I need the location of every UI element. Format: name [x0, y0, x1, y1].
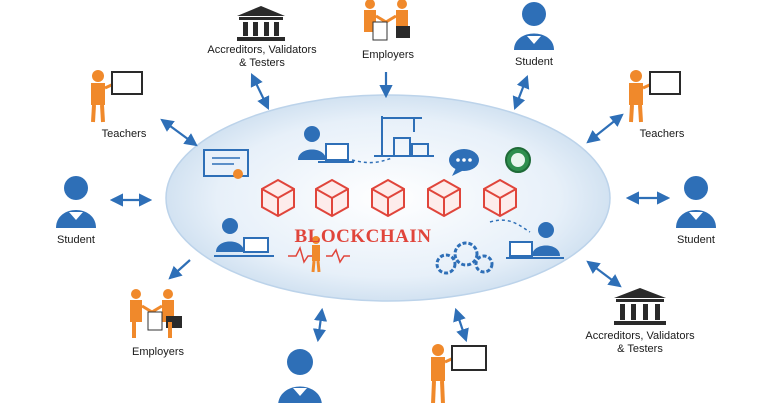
student-icon	[278, 349, 322, 403]
label-teachers-right: Teachers	[639, 128, 685, 140]
label-student-top-right: Student	[515, 56, 553, 68]
dashed-connector	[351, 157, 393, 164]
arrow-employers-bottom	[168, 259, 191, 280]
teacher-icon	[431, 344, 487, 403]
label-student-right: Student	[677, 234, 715, 246]
arrow-teachers-right	[586, 113, 624, 144]
person-laptop-icon	[298, 126, 354, 163]
block-icon	[483, 178, 517, 218]
chat-bubble-icon	[449, 149, 479, 176]
student-icon	[514, 2, 554, 50]
person-desk-icon	[214, 218, 274, 257]
student-icon	[56, 176, 96, 228]
badge-seal-icon	[505, 147, 531, 173]
factory-crane-icon	[374, 116, 434, 157]
student-icon	[676, 176, 716, 228]
label-teachers-left: Teachers	[101, 128, 147, 140]
label-employers-bottom: Employers	[132, 346, 184, 358]
label-employers-top: Employers	[362, 49, 414, 61]
block-icon	[315, 178, 349, 218]
medical-body-icon	[288, 236, 350, 273]
teacher-icon	[629, 70, 681, 123]
institution-icon	[614, 288, 666, 325]
arrow-teacher-bottom	[453, 307, 469, 343]
employer-handshake-icon	[364, 0, 410, 41]
gears-icon	[435, 241, 494, 275]
label-accreditors-bottom: Accreditors, Validators & Testers	[585, 330, 695, 355]
employer-handshake-icon	[130, 289, 182, 338]
person-laptop-icon	[489, 219, 564, 259]
block-icon	[371, 178, 405, 218]
block-icon	[261, 178, 295, 218]
arrow-student-bottom	[312, 307, 328, 343]
arrow-accreditors-top	[250, 73, 270, 110]
certificate-icon	[203, 149, 249, 179]
arrow-accreditors-bottom	[586, 260, 622, 288]
blockchain-title: BLOCKCHAIN	[294, 226, 432, 247]
block-icon	[427, 178, 461, 218]
institution-icon	[237, 6, 285, 41]
label-accreditors-top: Accreditors, Validators & Testers	[207, 44, 317, 69]
connector-arrows	[109, 72, 671, 343]
teacher-icon	[91, 70, 143, 123]
blockchain-blocks	[261, 178, 517, 218]
arrow-student-top-right	[512, 74, 530, 111]
arrow-teachers-left	[160, 118, 198, 147]
label-student-left: Student	[57, 234, 95, 246]
